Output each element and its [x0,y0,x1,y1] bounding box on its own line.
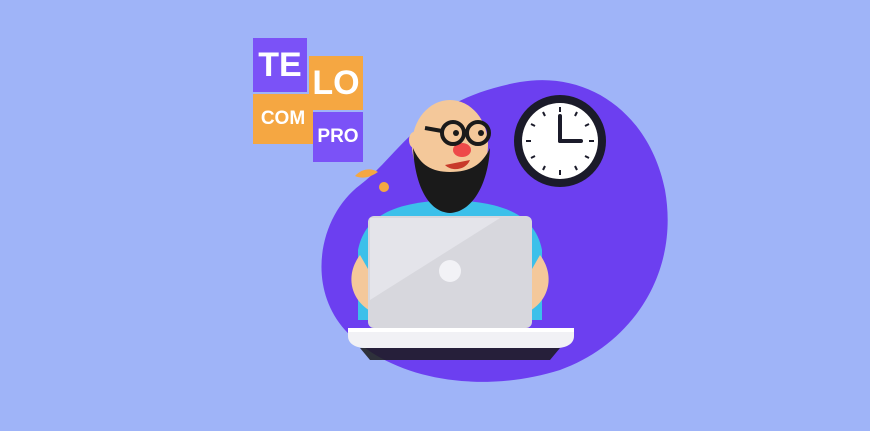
wall-clock-icon [514,95,606,187]
laptop-icon [348,216,574,360]
logo-tile-pro: PRO [313,112,363,162]
telocompro-logo: TE LO COM PRO [253,38,363,162]
speech-drops-icon [355,169,389,192]
logo-tile-te: TE [253,38,307,92]
logo-tile-lo: LO [309,56,363,110]
logo-tile-com: COM [253,94,313,144]
